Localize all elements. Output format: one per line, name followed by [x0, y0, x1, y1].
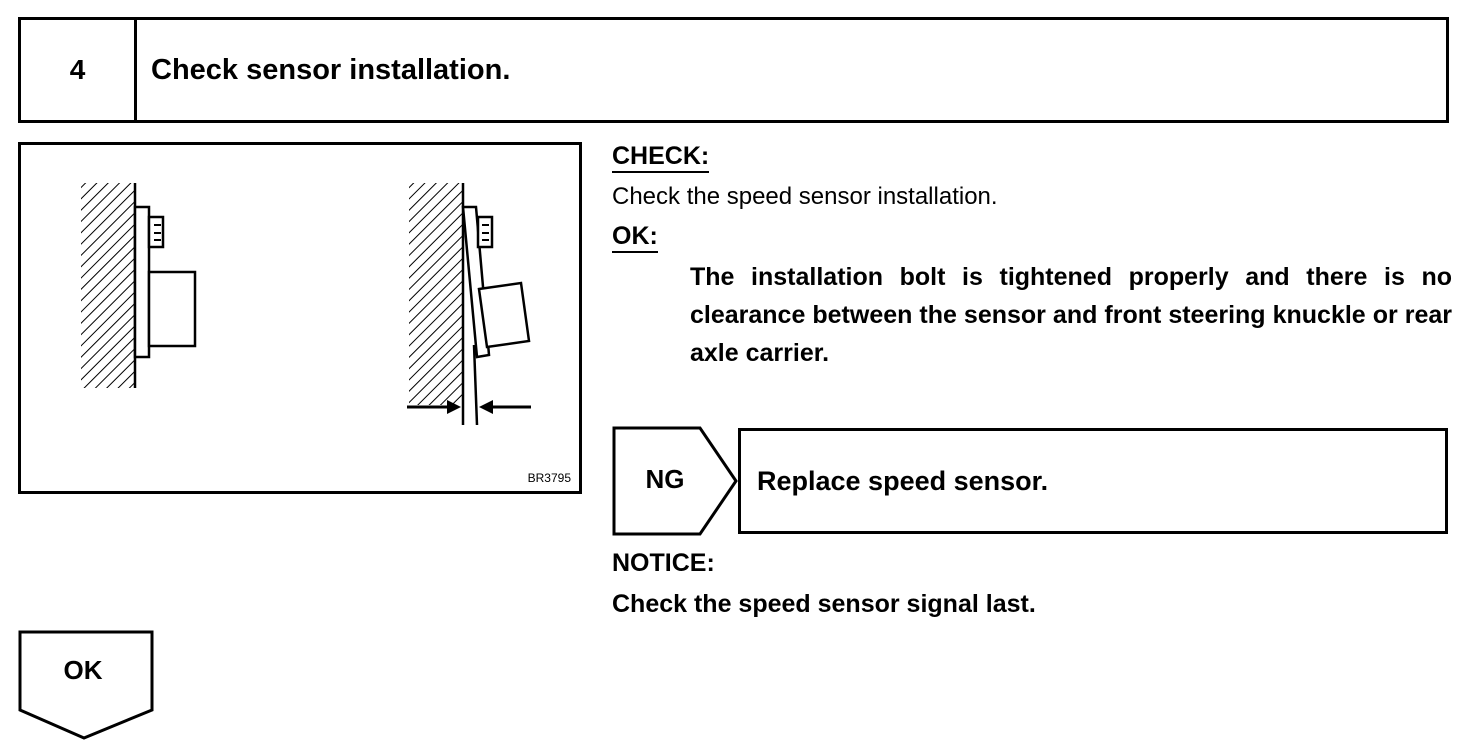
notice-text: Check the speed sensor signal last.: [612, 590, 1036, 618]
step-title: Check sensor installation.: [151, 53, 511, 86]
ng-action-text: Replace speed sensor.: [757, 465, 1049, 496]
ok-label: OK:: [612, 222, 658, 253]
sensor-installation-figure: BR3795: [18, 142, 582, 494]
sensor-flange-left: [133, 205, 151, 359]
sensor-diagram: [81, 183, 531, 426]
ok-down-arrow: [18, 630, 154, 740]
correct-installation-drawing: [81, 183, 197, 388]
ng-branch: NG Replace speed sensor.: [612, 426, 1450, 536]
ok-arrow-label: OK: [63, 655, 103, 685]
notice-label: NOTICE:: [612, 549, 715, 577]
figure-code: BR3795: [527, 471, 571, 485]
sensor-body-right: [477, 281, 531, 349]
ng-chevron: [612, 426, 738, 536]
step-header: 4 Check sensor installation.: [18, 17, 1449, 123]
knuckle-hatch-left: [81, 183, 135, 388]
ng-label: NG: [645, 464, 685, 494]
incorrect-installation-drawing: [407, 183, 531, 426]
check-label: CHECK:: [612, 142, 710, 173]
step-number: 4: [21, 20, 137, 120]
sensor-body-left: [147, 270, 197, 348]
check-text: Check the speed sensor installation.: [612, 183, 998, 210]
ok-criteria-text: The installation bolt is tightened prope…: [690, 263, 1452, 367]
ng-action-box: Replace speed sensor.: [738, 428, 1448, 534]
knuckle-hatch-right: [409, 183, 463, 405]
